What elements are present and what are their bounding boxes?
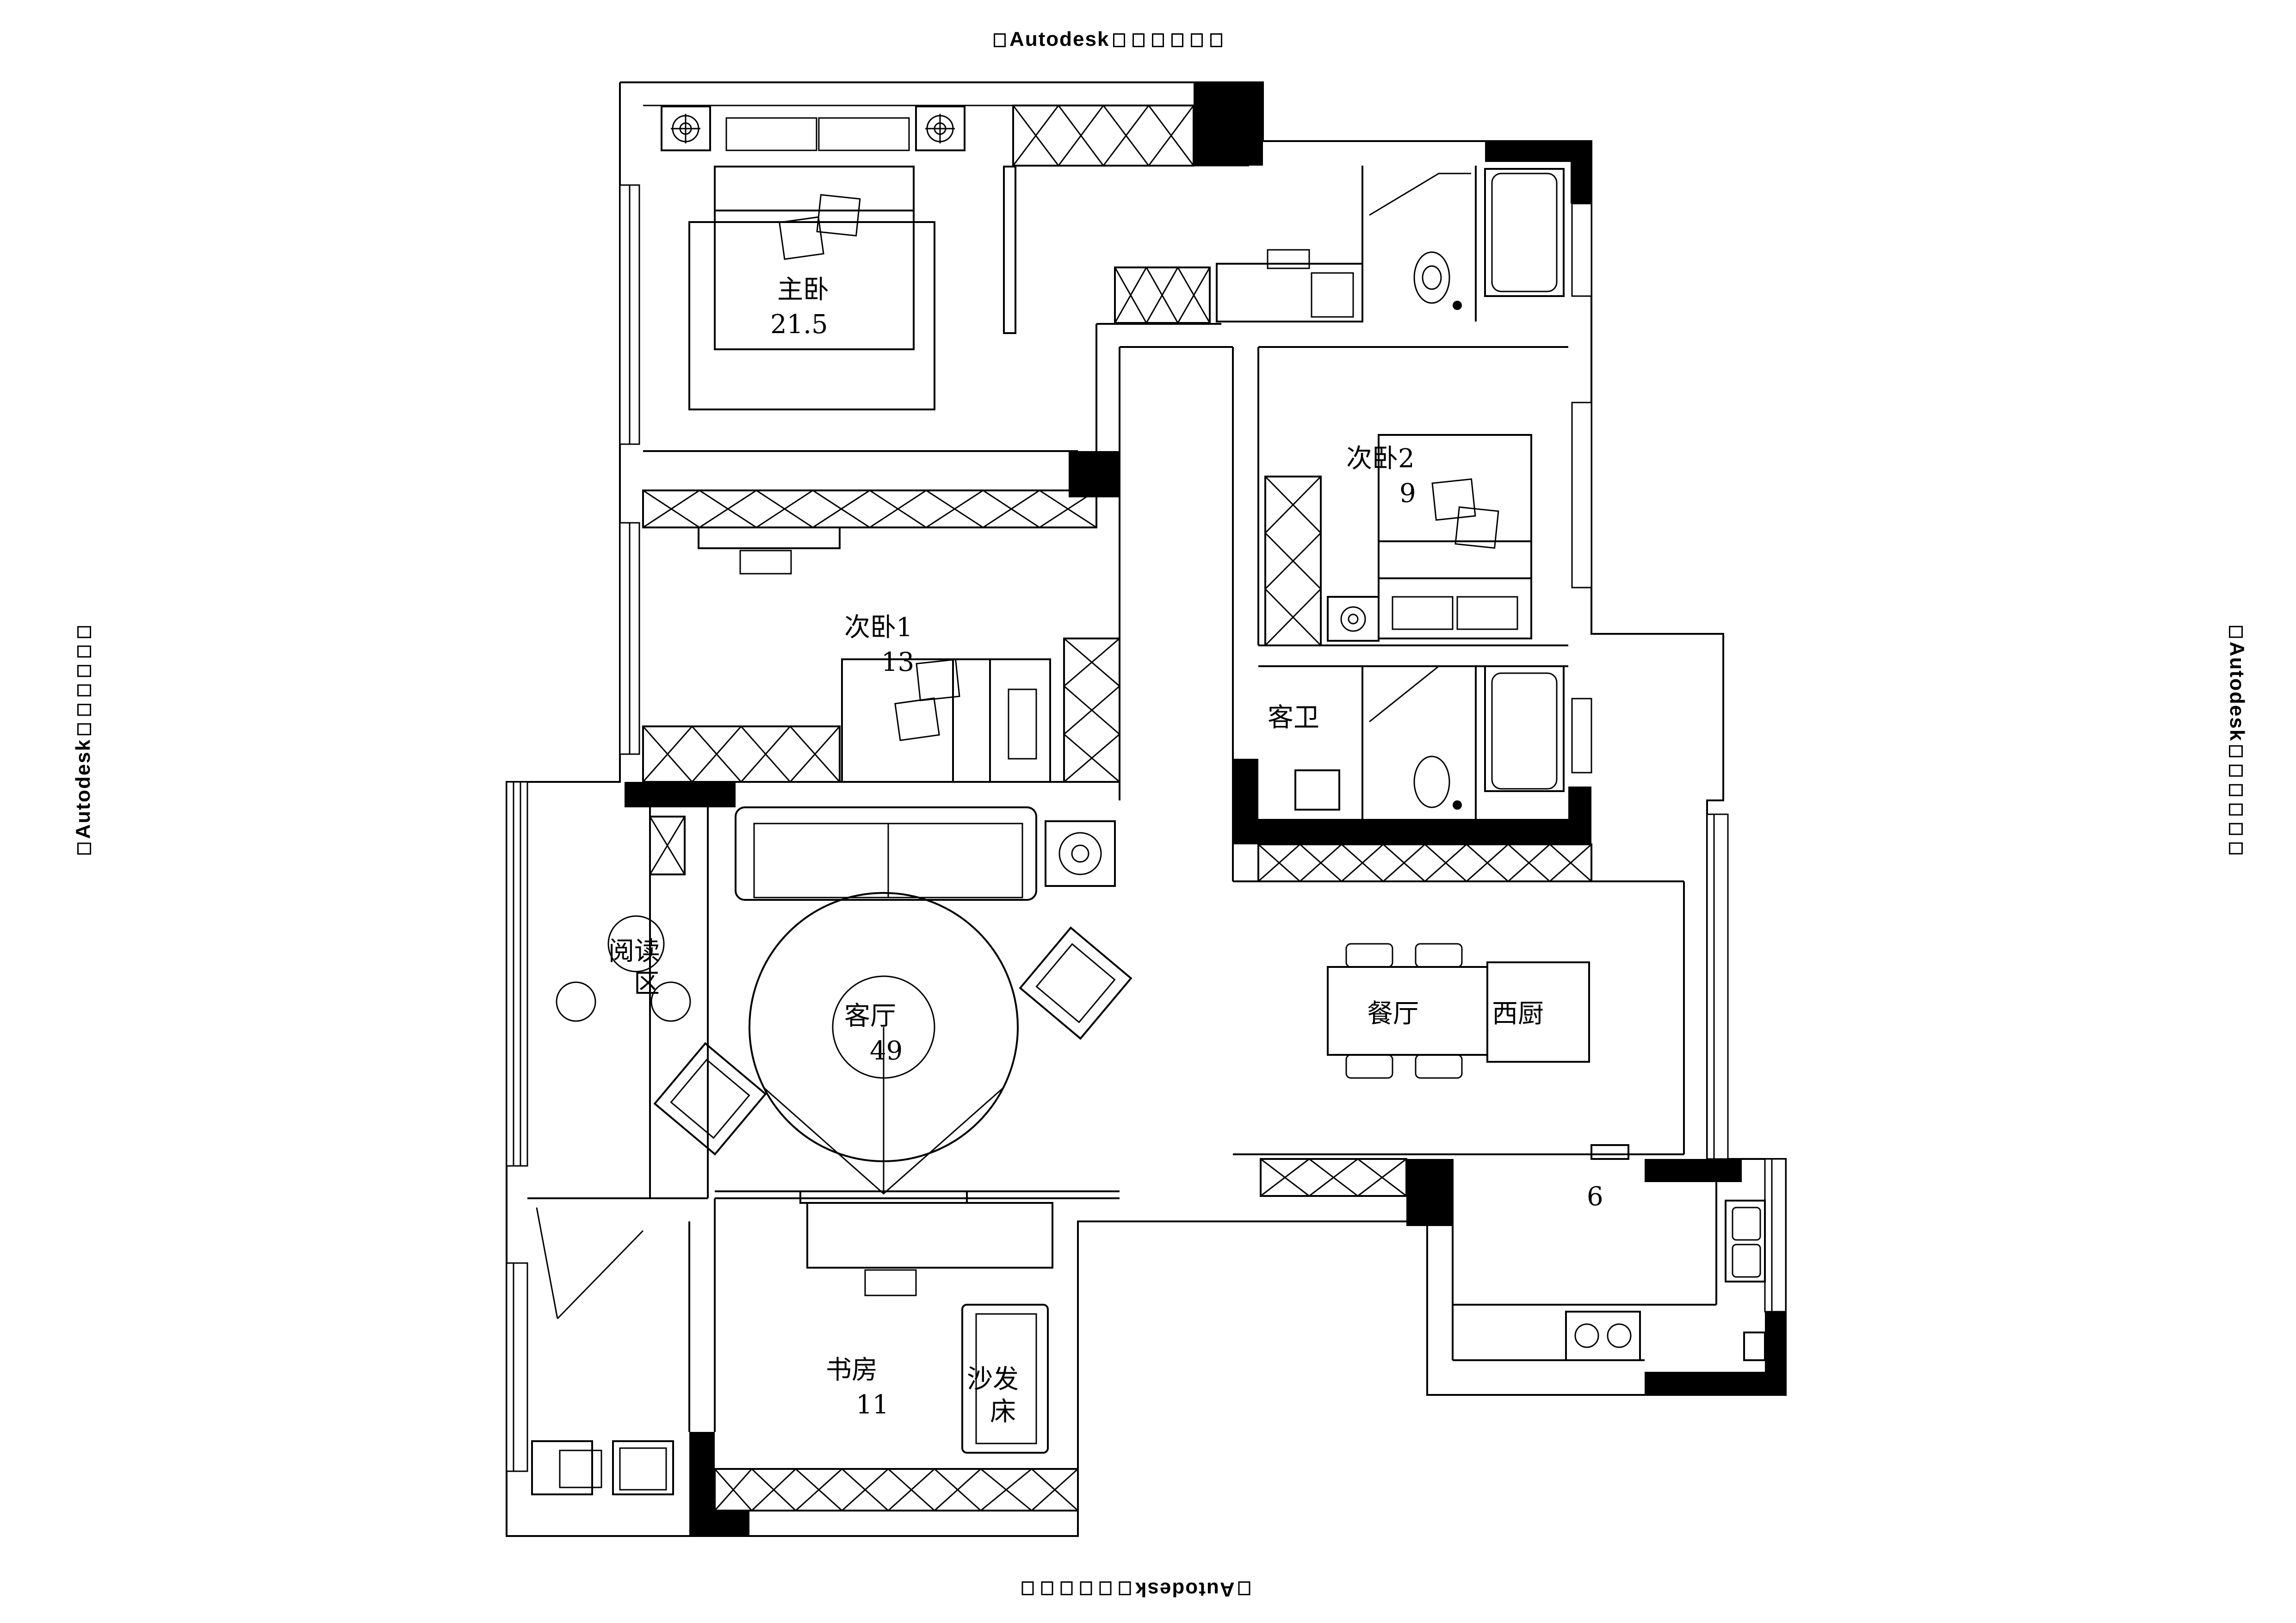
cabinet-reading: [649, 816, 686, 875]
dining-name: 餐厅: [1367, 999, 1419, 1029]
wardrobe-bedroom1-side: [1063, 638, 1120, 783]
western-kitchen-name: 西厨: [1492, 999, 1544, 1029]
bedroom2-name: 次卧2: [1346, 444, 1415, 474]
wall-pillar: [1765, 1312, 1786, 1395]
wall-pillar: [1194, 82, 1263, 166]
living-sofa: [735, 806, 1116, 901]
room-labels: 主卧 21.5 次卧2 9 次卧1 13 客卫 阅读 区 客厅 49 餐厅 西厨…: [608, 275, 1603, 1427]
square-glyph-icon: [994, 33, 1006, 48]
wall-pillar: [689, 1511, 749, 1536]
master-bedroom-area: 21.5: [770, 310, 828, 340]
master-bed: [688, 117, 935, 410]
bedroom1-bed: [841, 658, 1051, 783]
wall-pillar: [1645, 1159, 1742, 1182]
study-area: 11: [856, 1390, 889, 1420]
outer-walls: [506, 81, 1787, 1537]
windows: [506, 184, 1787, 1472]
bedroom1-name: 次卧1: [844, 613, 913, 643]
wall-pillar: [1568, 787, 1591, 833]
cabinet-study: [714, 1468, 1079, 1511]
wardrobe-master: [1012, 105, 1194, 167]
reading-name-1: 阅读: [608, 936, 660, 966]
study-name: 书房: [826, 1355, 878, 1385]
cabinet-kitchen-side: [1260, 1158, 1407, 1197]
sofa-bed-label-2: 床: [990, 1397, 1016, 1427]
bedroom2-area: 9: [1399, 478, 1416, 508]
reading-name-2: 区: [634, 969, 660, 999]
wardrobes: [642, 105, 1592, 1511]
guest-bath-name: 客卫: [1268, 703, 1319, 733]
wardrobe-hall: [1114, 266, 1211, 324]
master-bath: [1369, 168, 1565, 310]
wall-pillar: [1571, 141, 1591, 204]
wall-pillar: [1406, 1159, 1453, 1226]
watermark-text: Autodesk: [1009, 28, 1110, 50]
furniture: [531, 105, 1766, 1495]
bedroom1-area: 13: [881, 647, 914, 677]
watermark-top: Autodesk: [990, 28, 1226, 51]
living-area: 49: [870, 1036, 903, 1066]
wall-pillar: [1233, 819, 1591, 844]
wardrobe-bedroom1-bottom: [642, 725, 841, 783]
kitchen-area: 6: [1587, 1182, 1603, 1212]
master-bedroom-name: 主卧: [777, 275, 829, 305]
nightstand-left: [661, 105, 711, 151]
wardrobe-bedroom1-top: [642, 489, 1097, 528]
wall-pillar: [1645, 1372, 1765, 1395]
sofa-bed-label-1: 沙发: [967, 1364, 1019, 1394]
bedroom2-bed: [1327, 434, 1532, 642]
wall-pillar: [625, 782, 736, 807]
living-name: 客厅: [844, 1001, 896, 1031]
dining-table: [1327, 943, 1590, 1079]
guest-bath: [1294, 665, 1565, 811]
cabinet-dining: [1257, 843, 1592, 882]
wardrobe-bedroom2: [1264, 476, 1322, 646]
nightstand-right: [915, 105, 965, 151]
